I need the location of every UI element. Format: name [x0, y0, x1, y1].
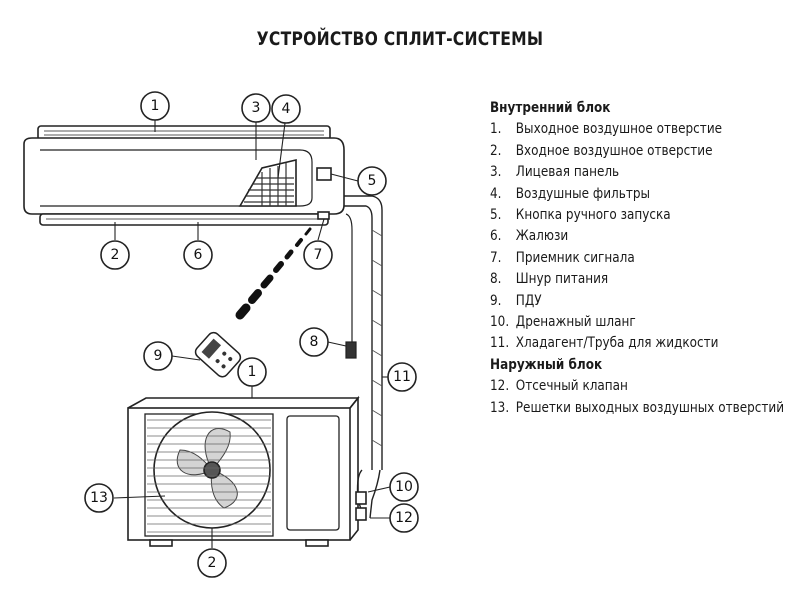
legend-item: 12. Отсечный клапан	[490, 376, 791, 397]
legend-item-label: Жалюзи	[515, 228, 569, 245]
legend-item-number: 8.	[490, 271, 502, 288]
legend-item: 2. Входное воздушное отверстие	[490, 141, 791, 162]
callout-7: 7	[303, 240, 333, 270]
legend-item: 9. ПДУ	[490, 291, 791, 312]
callout-1-bottom: 1	[237, 357, 267, 387]
legend-item-number: 13.	[490, 399, 510, 416]
air-filter-mesh	[244, 163, 294, 206]
callout-label: 6	[194, 247, 203, 263]
callout-label: 9	[154, 348, 163, 364]
legend-item-label: Шнур питания	[515, 271, 609, 288]
legend-item-label: Хладагент/Труба для жидкости	[515, 335, 719, 352]
callout-6: 6	[183, 240, 213, 270]
pipe-wrap	[371, 229, 383, 447]
legend-item-number: 3.	[490, 164, 502, 181]
parts-legend: Внутренний блок 1. Выходное воздушное отв…	[490, 98, 790, 419]
legend-item-number: 10.	[490, 314, 510, 331]
remote-signal-beam	[235, 227, 312, 320]
legend-item-label: Кнопка ручного запуска	[515, 207, 671, 224]
outdoor-unit	[127, 395, 367, 547]
legend-item: 4. Воздушные фильтры	[490, 184, 791, 205]
legend-item-number: 9.	[490, 292, 502, 309]
callout-12: 12	[389, 503, 419, 533]
callout-2-bottom: 2	[197, 548, 227, 578]
callout-label: 7	[314, 247, 323, 263]
legend-item: 1. Выходное воздушное отверстие	[490, 119, 791, 140]
callout-label: 3	[252, 100, 261, 116]
callout-label: 4	[282, 101, 291, 117]
page-title: УСТРОЙСТВО СПЛИТ-СИСТЕМЫ	[256, 28, 544, 50]
legend-item: 10. Дренажный шланг	[490, 312, 791, 333]
legend-item-number: 7.	[490, 249, 502, 266]
legend-item-label: Входное воздушное отверстие	[515, 142, 713, 159]
legend-item-number: 4.	[490, 185, 502, 202]
callout-label: 2	[111, 247, 120, 263]
legend-item-number: 2.	[490, 142, 502, 159]
callout-label: 8	[310, 334, 319, 350]
callout-2-top: 2	[100, 240, 130, 270]
callout-label: 2	[208, 555, 217, 571]
callout-8: 8	[299, 327, 329, 357]
legend-item-number: 1.	[490, 121, 502, 138]
legend-item-number: 5.	[490, 207, 502, 224]
legend-item-label: Лицевая панель	[515, 164, 620, 181]
callout-1-top: 1	[140, 91, 170, 121]
callout-label: 10	[395, 479, 413, 495]
legend-item: 13. Решетки выходных воздушных отверстий	[490, 398, 791, 419]
legend-item-label: Отсечный клапан	[515, 378, 628, 395]
legend-item: 7. Приемник сигнала	[490, 248, 791, 269]
callout-10: 10	[389, 472, 419, 502]
power-cord	[345, 213, 357, 359]
legend-item-label: Дренажный шланг	[515, 314, 636, 331]
legend-heading-indoor: Внутренний блок	[490, 100, 611, 116]
legend-item-label: Приемник сигнала	[515, 249, 635, 266]
legend-item-label: Выходное воздушное отверстие	[515, 121, 723, 138]
indoor-unit	[23, 125, 345, 226]
callout-4: 4	[271, 94, 301, 124]
legend-item-label: Воздушные фильтры	[515, 185, 650, 202]
refrigerant-pipe	[344, 195, 383, 519]
callout-label: 11	[393, 369, 411, 385]
legend-item-number: 6.	[490, 228, 502, 245]
legend-item-number: 11.	[490, 335, 510, 352]
legend-item-label: Решетки выходных воздушных отверстий	[515, 399, 785, 416]
callout-label: 1	[248, 364, 257, 380]
callout-label: 12	[395, 510, 413, 526]
legend-item-label: ПДУ	[515, 292, 542, 309]
legend-item: 3. Лицевая панель	[490, 162, 791, 183]
callout-label: 5	[368, 173, 377, 189]
callout-label: 1	[151, 98, 160, 114]
leader-lines	[113, 120, 391, 548]
callout-label: 13	[90, 490, 108, 506]
callout-5: 5	[357, 166, 387, 196]
callout-11: 11	[387, 362, 417, 392]
legend-item: 11. Хладагент/Труба для жидкости	[490, 333, 791, 354]
remote-control	[194, 331, 242, 378]
callout-9: 9	[143, 341, 173, 371]
legend-item: 5. Кнопка ручного запуска	[490, 205, 791, 226]
legend-item: 6. Жалюзи	[490, 226, 791, 247]
outlet-grille	[147, 419, 271, 533]
fan-blades	[176, 427, 238, 509]
callout-13: 13	[84, 483, 114, 513]
legend-heading-outdoor: Наружный блок	[490, 356, 603, 373]
legend-item: 8. Шнур питания	[490, 269, 791, 290]
callout-3: 3	[241, 93, 271, 123]
legend-item-number: 12.	[490, 378, 510, 395]
